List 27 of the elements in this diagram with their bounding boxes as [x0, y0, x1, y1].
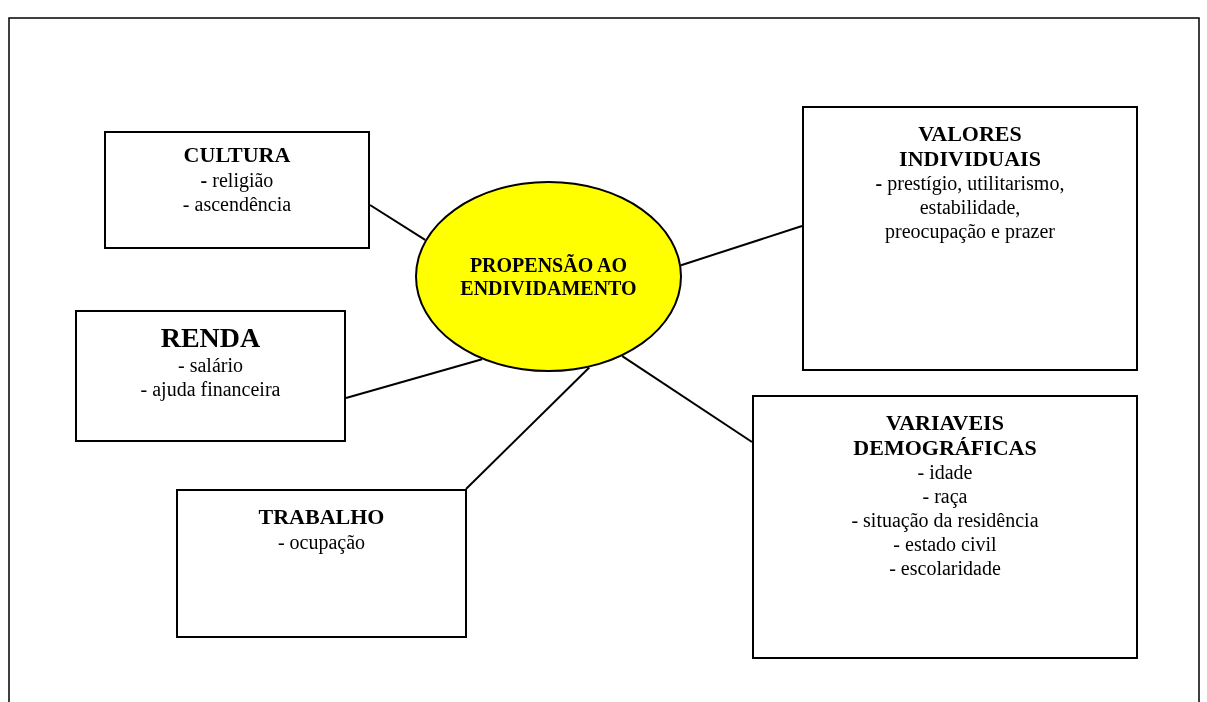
connector-line: [465, 366, 591, 490]
node-title: VALORES INDIVIDUAIS: [898, 122, 1042, 172]
list-item: - religião: [200, 167, 274, 192]
list-item: - ajuda financeira: [140, 377, 281, 402]
connector-line: [621, 355, 753, 443]
node-title: CULTURA: [183, 143, 291, 168]
box-node: [75, 310, 346, 442]
node-title: RENDA: [160, 322, 261, 354]
connector-line: [680, 225, 803, 267]
list-item: - prestígio, utilitarismo, estabilidade, preocupação e prazer: [874, 171, 1066, 244]
list-item: - raça: [922, 484, 968, 509]
box-node: [104, 131, 370, 249]
node-title: VARIAVEIS DEMOGRÁFICAS: [852, 411, 1038, 461]
node-title: PROPENSÃO AO ENDIVIDAMENTO: [459, 254, 638, 299]
connector-line: [345, 358, 484, 399]
list-item: - estado civil: [893, 532, 997, 557]
list-item: - salário: [178, 353, 243, 378]
box-node: [802, 106, 1138, 371]
list-item: - escolaridade: [889, 556, 1001, 581]
list-item: - situação da residência: [851, 508, 1039, 533]
list-item: - idade: [917, 460, 973, 485]
list-item: - ocupação: [277, 529, 366, 554]
list-item: - ascendência: [182, 192, 292, 216]
box-node: [752, 395, 1138, 659]
box-node: [176, 489, 467, 638]
node-title: TRABALHO: [258, 505, 385, 530]
connector-line: [369, 204, 427, 241]
